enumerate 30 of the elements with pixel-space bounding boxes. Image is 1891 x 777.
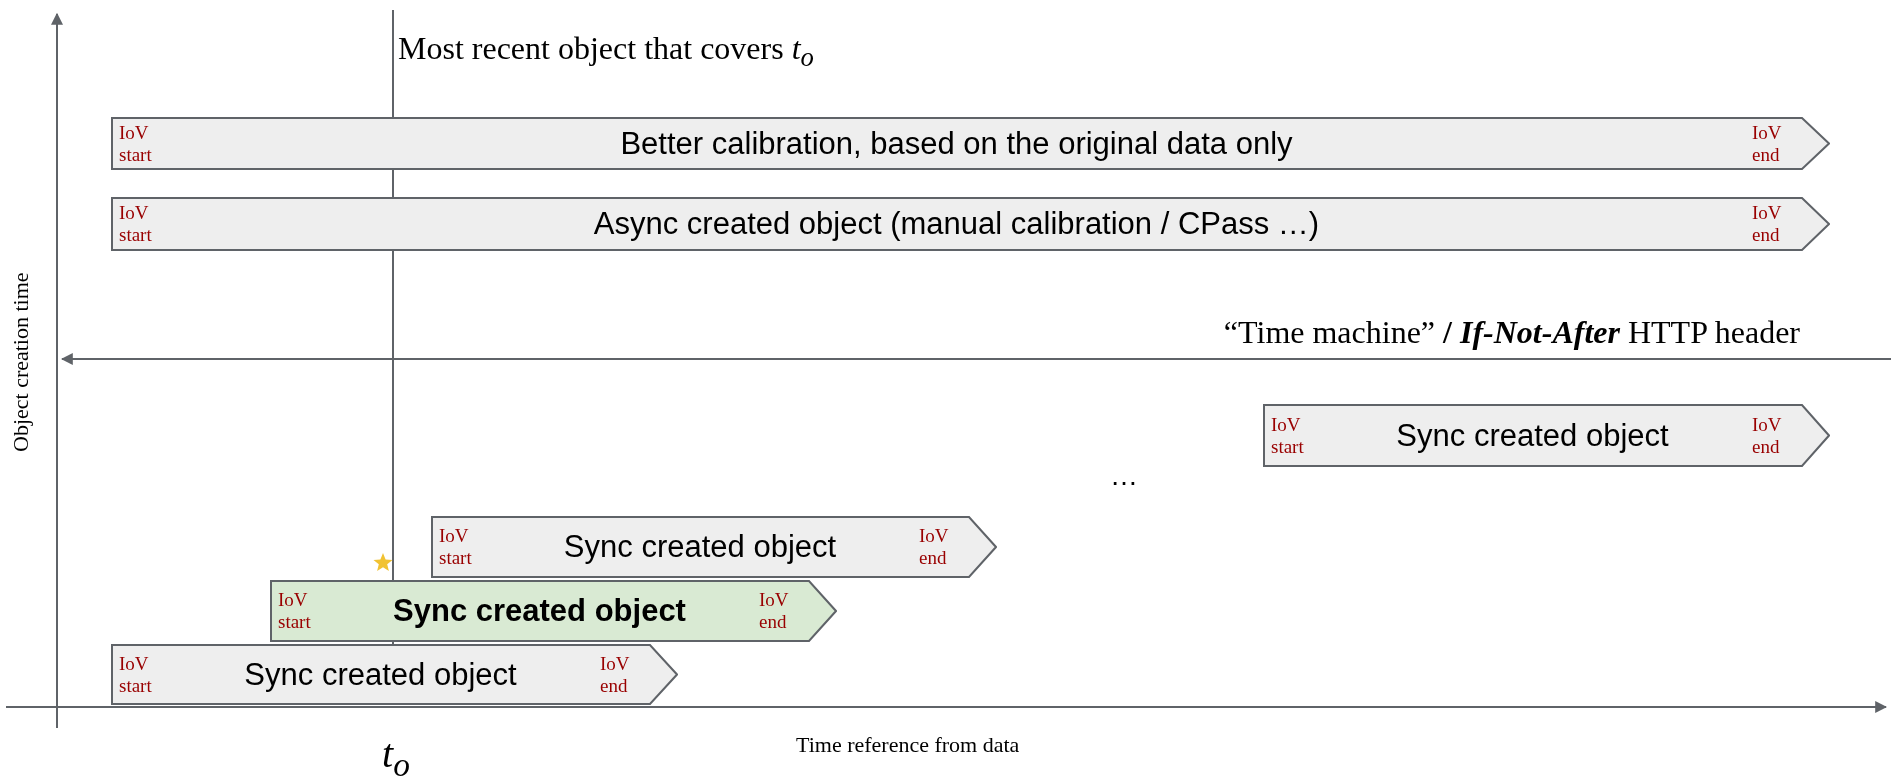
timeline-arrow-bar — [1263, 404, 1830, 467]
iov-end-label: IoV end — [600, 652, 631, 697]
timeline-arrow-bar — [270, 580, 837, 642]
iov-start-label: IoV start — [119, 652, 153, 697]
timeline-arrow-bar — [111, 644, 678, 705]
timeline-arrow-bar — [111, 197, 1830, 251]
bar-label: Async created object (manual calibration / CPass …) — [592, 205, 1321, 243]
bar-label: Sync created object — [243, 655, 518, 694]
ellipsis: … — [1110, 460, 1138, 492]
iov-start-label: IoV start — [278, 589, 312, 633]
timeline-arrow-bar — [111, 117, 1830, 170]
iov-start-label: IoV start — [119, 121, 153, 166]
bar-label: Sync created object — [562, 528, 838, 566]
iov-end-label: IoV end — [759, 589, 790, 633]
iov-end-label: IoV end — [1752, 413, 1783, 458]
timeline-arrow-bar — [431, 516, 997, 578]
bar-label: Sync created object — [392, 592, 687, 630]
iov-end-label: IoV end — [1752, 121, 1783, 166]
iov-end-label: IoV end — [1752, 202, 1783, 246]
iov-end-label: IoV end — [919, 525, 950, 569]
iov-start-label: IoV start — [119, 202, 153, 246]
bar-label: Better calibration, based on the original data only — [619, 124, 1294, 163]
time-marker-label: t$_{o}$ — [382, 730, 410, 777]
annotation: Most recent object that covers t$_{o}$ — [398, 30, 814, 74]
iov-start-label: IoV start — [1271, 413, 1305, 458]
bar-label: Sync created object — [1395, 416, 1670, 455]
axis-title: Time reference from data — [796, 732, 1020, 758]
axis-title: Object creation time — [8, 272, 34, 452]
annotation: “Time machine” / If-Not-After HTTP header — [1223, 314, 1800, 351]
iov-start-label: IoV start — [439, 525, 473, 569]
